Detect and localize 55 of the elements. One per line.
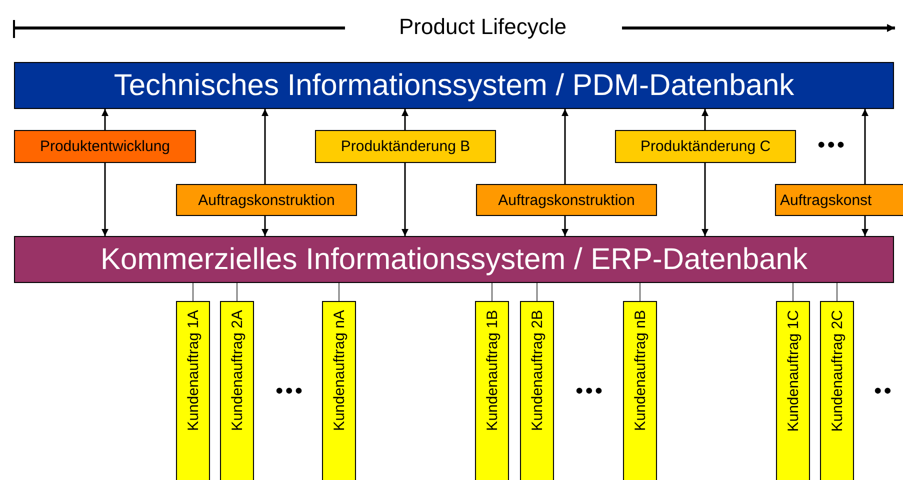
arrow [702,163,708,236]
connector-line [792,282,794,302]
node-label: Technisches Informationssystem / PDM-Datenbank [114,68,794,102]
node-label: Auftragskonstruktion [198,192,335,208]
order-box [776,301,810,480]
order-box [176,301,210,480]
ellipsis-dots: •• [874,378,894,404]
node-label: Kundenauftrag nA [330,310,348,431]
order-box [220,301,254,480]
node-label: Auftragskonst [780,192,872,208]
arrow [562,109,568,184]
database-band [14,236,894,283]
node-label: Kundenauftrag 2A [228,310,246,431]
node-label: Auftragskonstruktion [498,192,635,208]
order-box [623,301,657,480]
arrow [402,109,408,130]
process-box [615,130,796,163]
arrow [702,109,708,130]
node-label: Kundenauftrag 1B [484,310,500,431]
connector-line [338,282,340,302]
connector-line [192,282,194,302]
arrow [402,163,408,236]
node-label: Kommerzielles Informationssystem / ERP-Datenbank [100,242,808,276]
process-box [315,130,496,163]
node-label: Kundenauftrag 1C [784,310,802,432]
ellipsis-dots: ••• [276,378,305,404]
order-box [322,301,356,480]
order-box [820,301,854,480]
order-box [475,301,509,480]
node-label: Kundenauftrag 2C [828,310,846,432]
connector-line [536,282,538,302]
arrow [862,109,868,184]
ellipsis-dots: ••• [818,132,847,158]
arrow [262,216,268,236]
node-label: Kundenauftrag 1A [184,310,202,431]
lifecycle-label: Product Lifecycle [399,14,567,40]
arrow [102,163,108,236]
node-label: Produktänderung C [640,138,771,155]
arrow [102,109,108,130]
process-box [476,184,657,216]
process-box [176,184,357,216]
order-box [520,301,554,480]
node-label: Kundenauftrag nB [632,310,648,431]
node-label: Produktentwicklung [40,138,170,155]
arrow [562,216,568,236]
process-box [775,184,903,216]
process-box [14,130,196,163]
ellipsis-dots: ••• [576,378,605,404]
database-band [14,62,894,109]
node-label: Kundenauftrag 2B [528,310,546,431]
connector-line [236,282,238,302]
arrow [262,109,268,184]
arrow [862,216,868,236]
node-label: Produktänderung B [340,138,470,155]
connector-line [836,282,838,302]
